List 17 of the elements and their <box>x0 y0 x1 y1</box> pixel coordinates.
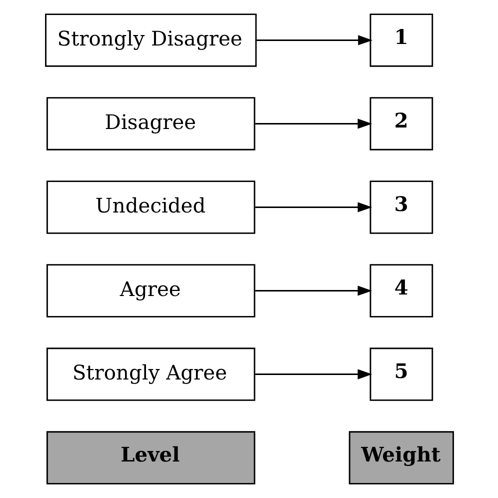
arrow <box>254 369 372 380</box>
node-box: Level <box>46 431 255 484</box>
node-box: Strongly Disagree <box>44 14 256 67</box>
node-box: 5 <box>369 348 433 401</box>
node-box: 4 <box>369 264 433 318</box>
arrow <box>254 202 372 212</box>
arrow <box>254 286 372 296</box>
node-box: Disagree <box>46 97 255 150</box>
node-box: 1 <box>369 14 433 67</box>
arrow <box>254 118 372 129</box>
node-box: Strongly Agree <box>46 348 255 401</box>
node-box: Agree <box>46 264 255 318</box>
node-box: Undecided <box>46 180 255 234</box>
node-box: 3 <box>369 180 433 234</box>
arrow <box>256 35 372 46</box>
node-box: Weight <box>348 431 454 484</box>
node-box: 2 <box>369 97 433 150</box>
